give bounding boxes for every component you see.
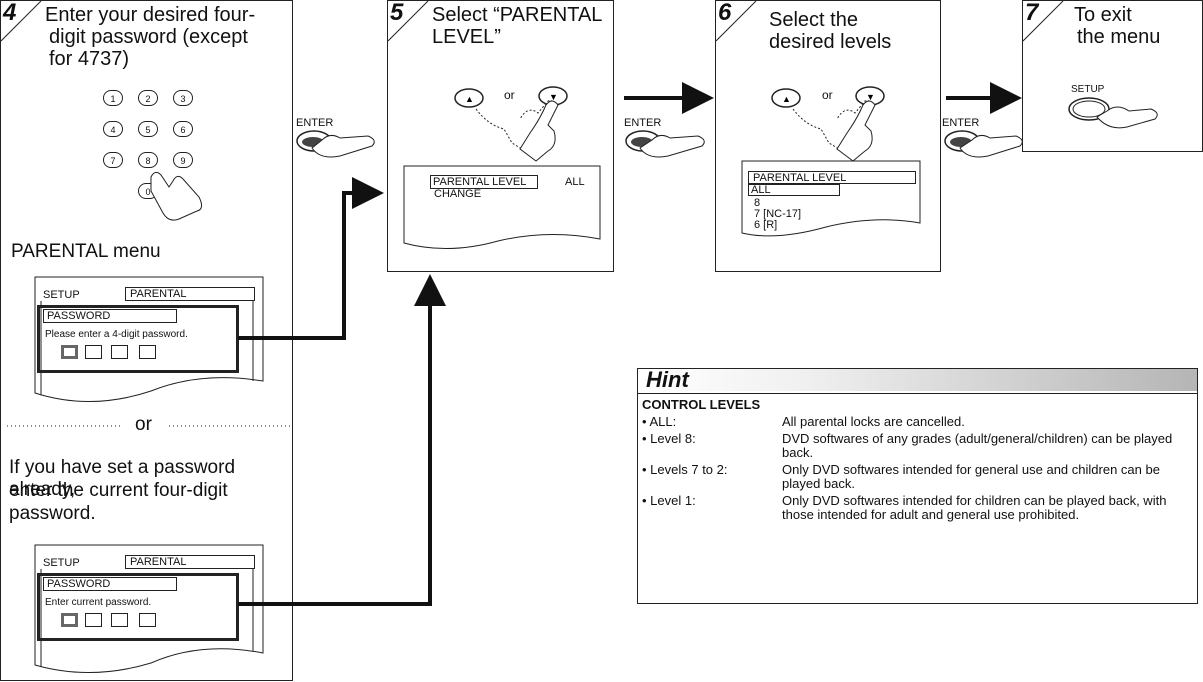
screen2-pw-digit-2[interactable] — [85, 613, 102, 627]
hint-desc: DVD softwares of any grades (adult/gener… — [782, 432, 1192, 463]
hint-row: • Level 1: Only DVD softwares intended f… — [642, 494, 1192, 522]
screen2-pw-digit-1[interactable] — [61, 613, 78, 627]
hint-title: Hint — [646, 367, 689, 393]
hint-row: • Levels 7 to 2: Only DVD softwares inte… — [642, 463, 1192, 494]
hint-row: • Level 8: DVD softwares of any grades (… — [642, 432, 1192, 463]
hint-table: • ALL: All parental locks are cancelled.… — [642, 415, 1192, 522]
hint-row: • ALL: All parental locks are cancelled. — [642, 415, 1192, 432]
hint-box: Hint CONTROL LEVELS • ALL: All parental … — [637, 368, 1198, 604]
step6-screen-frame — [716, 1, 942, 273]
screen2-password-box: PASSWORD — [43, 577, 177, 591]
hint-desc: Only DVD softwares intended for general … — [782, 463, 1192, 494]
enter-label-2: ENTER — [624, 117, 661, 129]
step5-change-item[interactable]: CHANGE — [434, 188, 481, 200]
hint-header-bar — [638, 369, 1197, 391]
step6-level-6[interactable]: 6 [R] — [754, 219, 777, 231]
hint-section-title: CONTROL LEVELS — [642, 397, 760, 412]
enter-label-3: ENTER — [942, 117, 979, 129]
screen2-parental-label: PARENTAL — [130, 556, 186, 568]
step7-panel: 7 To exit the menu SETUP — [1022, 0, 1203, 152]
step4-panel: 4 Enter your desired four- digit passwor… — [0, 0, 293, 681]
step5-panel: 5 Select “PARENTAL LEVEL” ▲ ▼ or PARENTA… — [387, 0, 614, 272]
step6-level-all-box[interactable]: ALL — [748, 184, 840, 196]
screen2-prompt: Enter current password. — [45, 597, 151, 609]
hint-desc: Only DVD softwares intended for children… — [782, 494, 1192, 522]
step6-level-all: ALL — [751, 184, 771, 196]
screen2-password-label: PASSWORD — [47, 578, 110, 590]
screen2-pw-digit-3[interactable] — [111, 613, 128, 627]
step5-screen-frame — [388, 1, 615, 273]
step5-parental-level-item[interactable]: PARENTAL LEVEL — [430, 175, 538, 189]
screen2-pw-digit-4[interactable] — [139, 613, 156, 627]
hint-desc: All parental locks are cancelled. — [782, 415, 1192, 432]
screen2-parental-tab: PARENTAL — [125, 555, 255, 569]
enter-label-1: ENTER — [296, 117, 333, 129]
hint-header-underline — [638, 393, 1197, 394]
hint-term: • Levels 7 to 2: — [642, 463, 782, 494]
step6-menu-title-box: PARENTAL LEVEL — [748, 171, 916, 184]
setup-button-icon[interactable] — [1023, 1, 1203, 153]
step5-parental-level-value: ALL — [565, 176, 585, 188]
step6-panel: 6 Select the desired levels ▲ ▼ or PAREN… — [715, 0, 941, 272]
hint-term: • ALL: — [642, 415, 782, 432]
hint-term: • Level 1: — [642, 494, 782, 522]
hint-term: • Level 8: — [642, 432, 782, 463]
step6-menu-title: PARENTAL LEVEL — [753, 172, 846, 184]
step5-parental-level-label: PARENTAL LEVEL — [433, 176, 526, 188]
screen2-setup: SETUP — [43, 557, 80, 569]
